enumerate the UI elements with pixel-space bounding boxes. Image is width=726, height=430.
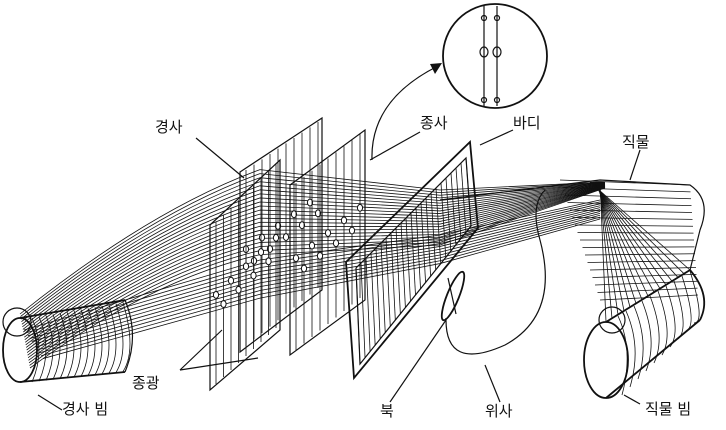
label-warp: 경사 xyxy=(155,118,183,136)
leader-lines xyxy=(38,130,640,410)
label-fabric: 직물 xyxy=(622,133,650,151)
label-shuttle: 북 xyxy=(380,402,394,420)
heddle-frame-middle xyxy=(290,130,365,355)
detail-arrow xyxy=(372,66,438,160)
heddle-frame-back xyxy=(240,118,322,352)
label-heddle-frame: 종광 xyxy=(132,374,160,392)
label-reed: 바디 xyxy=(513,114,541,132)
fabric-outline xyxy=(440,180,704,322)
heddle-detail-circle xyxy=(443,4,547,108)
label-weft: 위사 xyxy=(485,402,513,420)
label-heddle: 종사 xyxy=(420,114,448,132)
cloth-beam xyxy=(584,270,704,398)
woven-fabric xyxy=(560,180,698,322)
detail-arrowhead xyxy=(430,63,442,74)
label-cloth-beam: 직물 빔 xyxy=(645,400,691,418)
label-warp-beam: 경사 빔 xyxy=(62,400,108,418)
shuttle xyxy=(438,270,469,323)
